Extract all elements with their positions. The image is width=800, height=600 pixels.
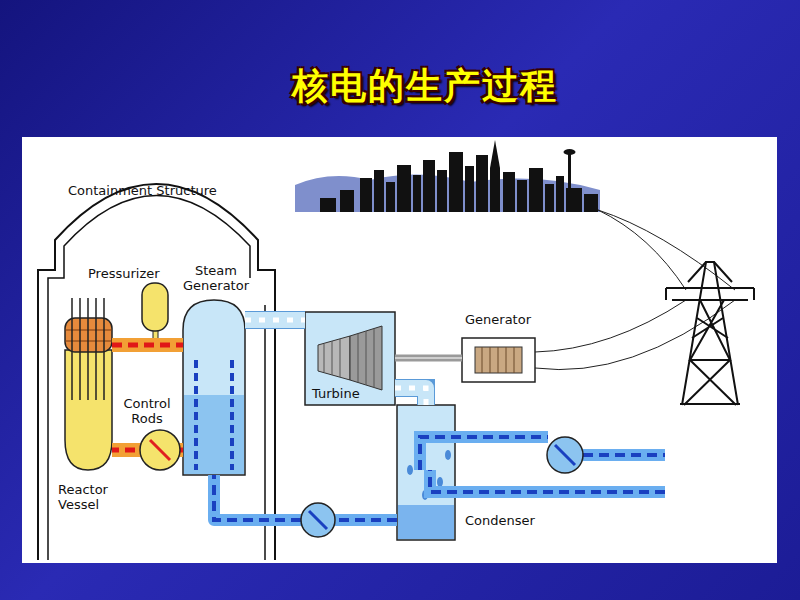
containment-inner-wall: [48, 196, 265, 561]
turbine: Turbine: [305, 312, 395, 405]
pump-blade: [309, 511, 327, 529]
pipe-connector: [245, 320, 305, 321]
pipe-connector: [395, 388, 426, 405]
containment-outline: [38, 184, 275, 560]
generator: [462, 338, 535, 382]
turbine: [305, 312, 395, 405]
part-label: Control Rods: [114, 396, 180, 426]
reactor-vessel: [65, 298, 112, 470]
pump-blade: [150, 440, 170, 460]
pressurizer-tank: [142, 283, 168, 340]
condenser: Condenser: [397, 405, 455, 540]
hills: [295, 174, 600, 212]
reactor-coolant-pump: [140, 430, 180, 470]
part-label: Steam Generator: [176, 263, 256, 293]
containment-structure: Containment StructurePressurizerSteam Ge…: [38, 175, 275, 560]
part-label: Containment Structure: [68, 183, 217, 198]
title: 核电的生产过程: [0, 62, 800, 111]
part-label: Reactor Vessel: [58, 482, 130, 512]
pipe-connector: [395, 358, 462, 359]
steam-generator: Steam Generator: [183, 300, 245, 475]
pipe-connector: [112, 345, 183, 346]
cooling-water-loop: [420, 437, 665, 492]
pressurizer: Pressurizer: [142, 283, 168, 331]
transmission-tower: [666, 262, 754, 405]
part-label: Condenser: [465, 513, 535, 528]
feedwater-pump: [301, 503, 335, 537]
steam-generator: [183, 300, 245, 475]
white-panel: [22, 137, 777, 563]
part-label: Generator: [465, 312, 531, 327]
generator: Generator: [462, 338, 535, 382]
reactor-vessel: Control RodsReactor Vessel: [65, 318, 112, 470]
city-skyline: [320, 140, 598, 212]
part-label: Turbine: [312, 386, 360, 401]
part-label: Pressurizer: [88, 266, 160, 281]
power-lines: [535, 210, 735, 370]
